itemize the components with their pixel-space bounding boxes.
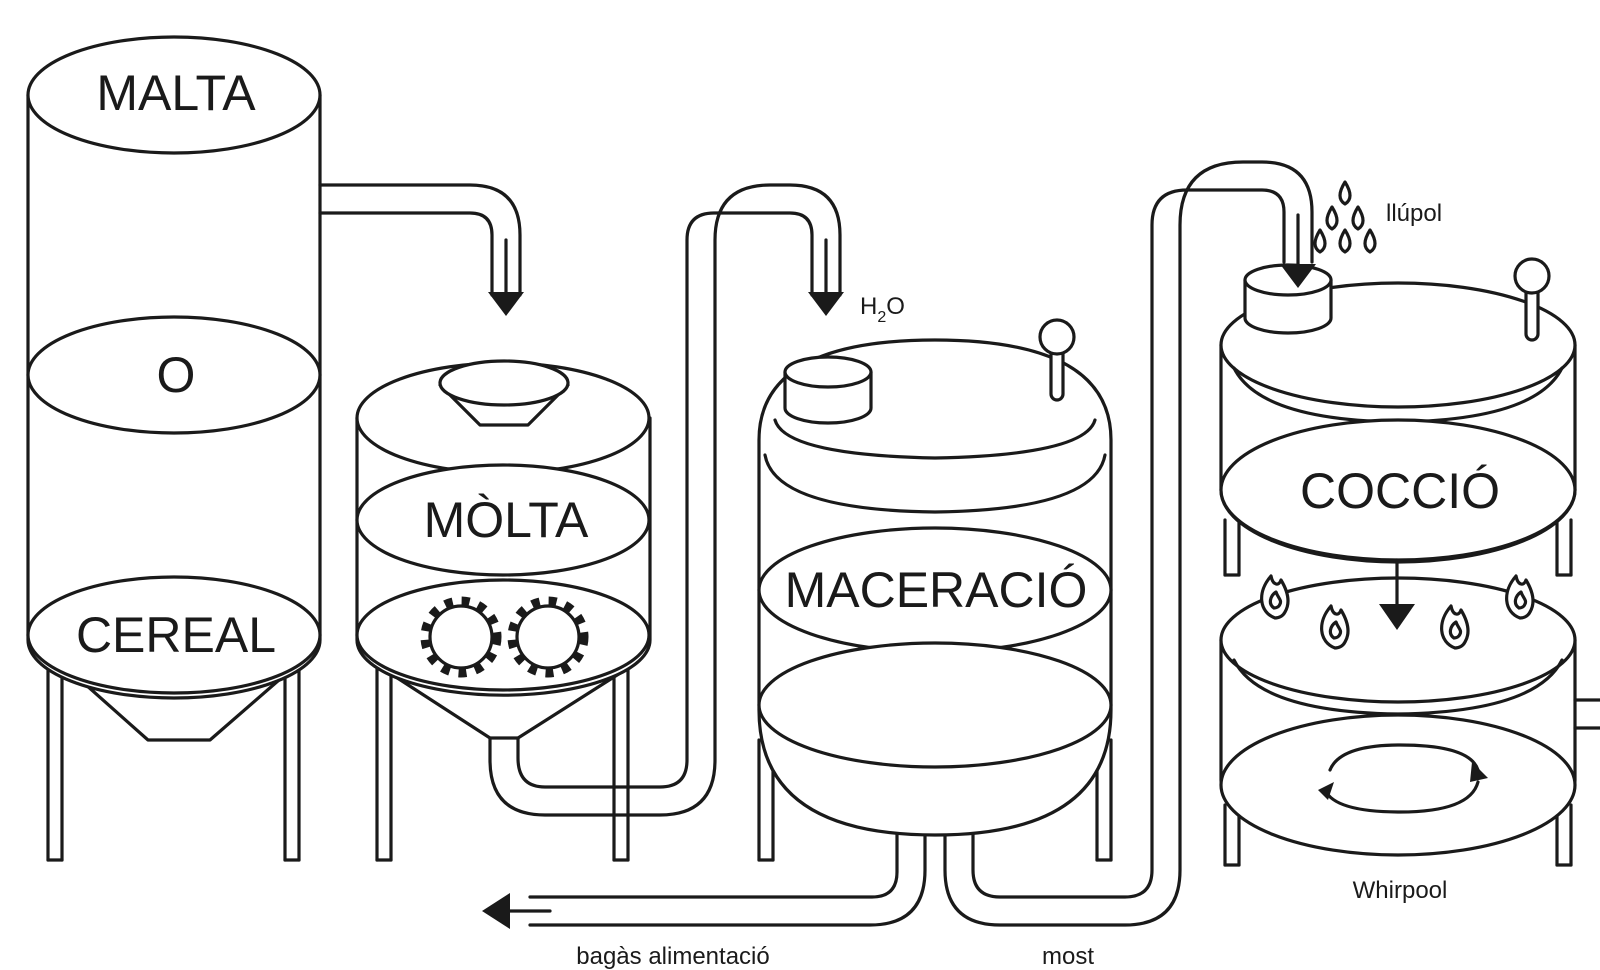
rotation-arrows-icon [1318,743,1488,814]
valve-icon [1513,257,1551,342]
label-malta: MALTA [96,65,256,121]
label-whirpool: Whirpool [1353,877,1448,904]
label-coccio: COCCIÓ [1300,463,1500,519]
pipe-mill-to-mash [488,183,842,817]
label-h2o: H2O [860,293,905,326]
flame-icon [1440,604,1470,650]
pipe-bagas-outlet [528,818,927,927]
flame-icon [1260,574,1290,620]
arrow-down-icon [488,238,524,316]
arrow-left-icon [482,893,552,929]
hop-drops-icon [1313,180,1377,254]
label-cereal: CEREAL [76,607,276,663]
flame-icon [1505,574,1535,620]
gear-icon [420,596,502,678]
boil-tank: COCCIÓ [1219,257,1577,577]
gear-icon [507,596,589,678]
label-llupol: llúpol [1386,200,1442,227]
whirpool-tank [1219,576,1600,867]
label-maceracio: MACERACIÓ [785,562,1088,618]
maceration-tank: MACERACIÓ [757,318,1113,862]
arrow-down-icon [1280,213,1316,288]
pipe-most-outlet [943,160,1314,927]
arrow-down-icon [1379,558,1415,630]
label-o: O [157,347,196,403]
arrow-down-icon [808,238,844,316]
label-bagas: bagàs alimentació [576,943,769,970]
mill-tank: MÒLTA [355,183,842,862]
label-molta: MÒLTA [424,492,589,548]
label-most: most [1042,943,1094,970]
valve-icon [1038,318,1076,402]
flame-icon [1320,604,1350,650]
silo: MALTA O CEREAL [26,35,322,862]
pipe-silo-to-molta [318,183,522,297]
